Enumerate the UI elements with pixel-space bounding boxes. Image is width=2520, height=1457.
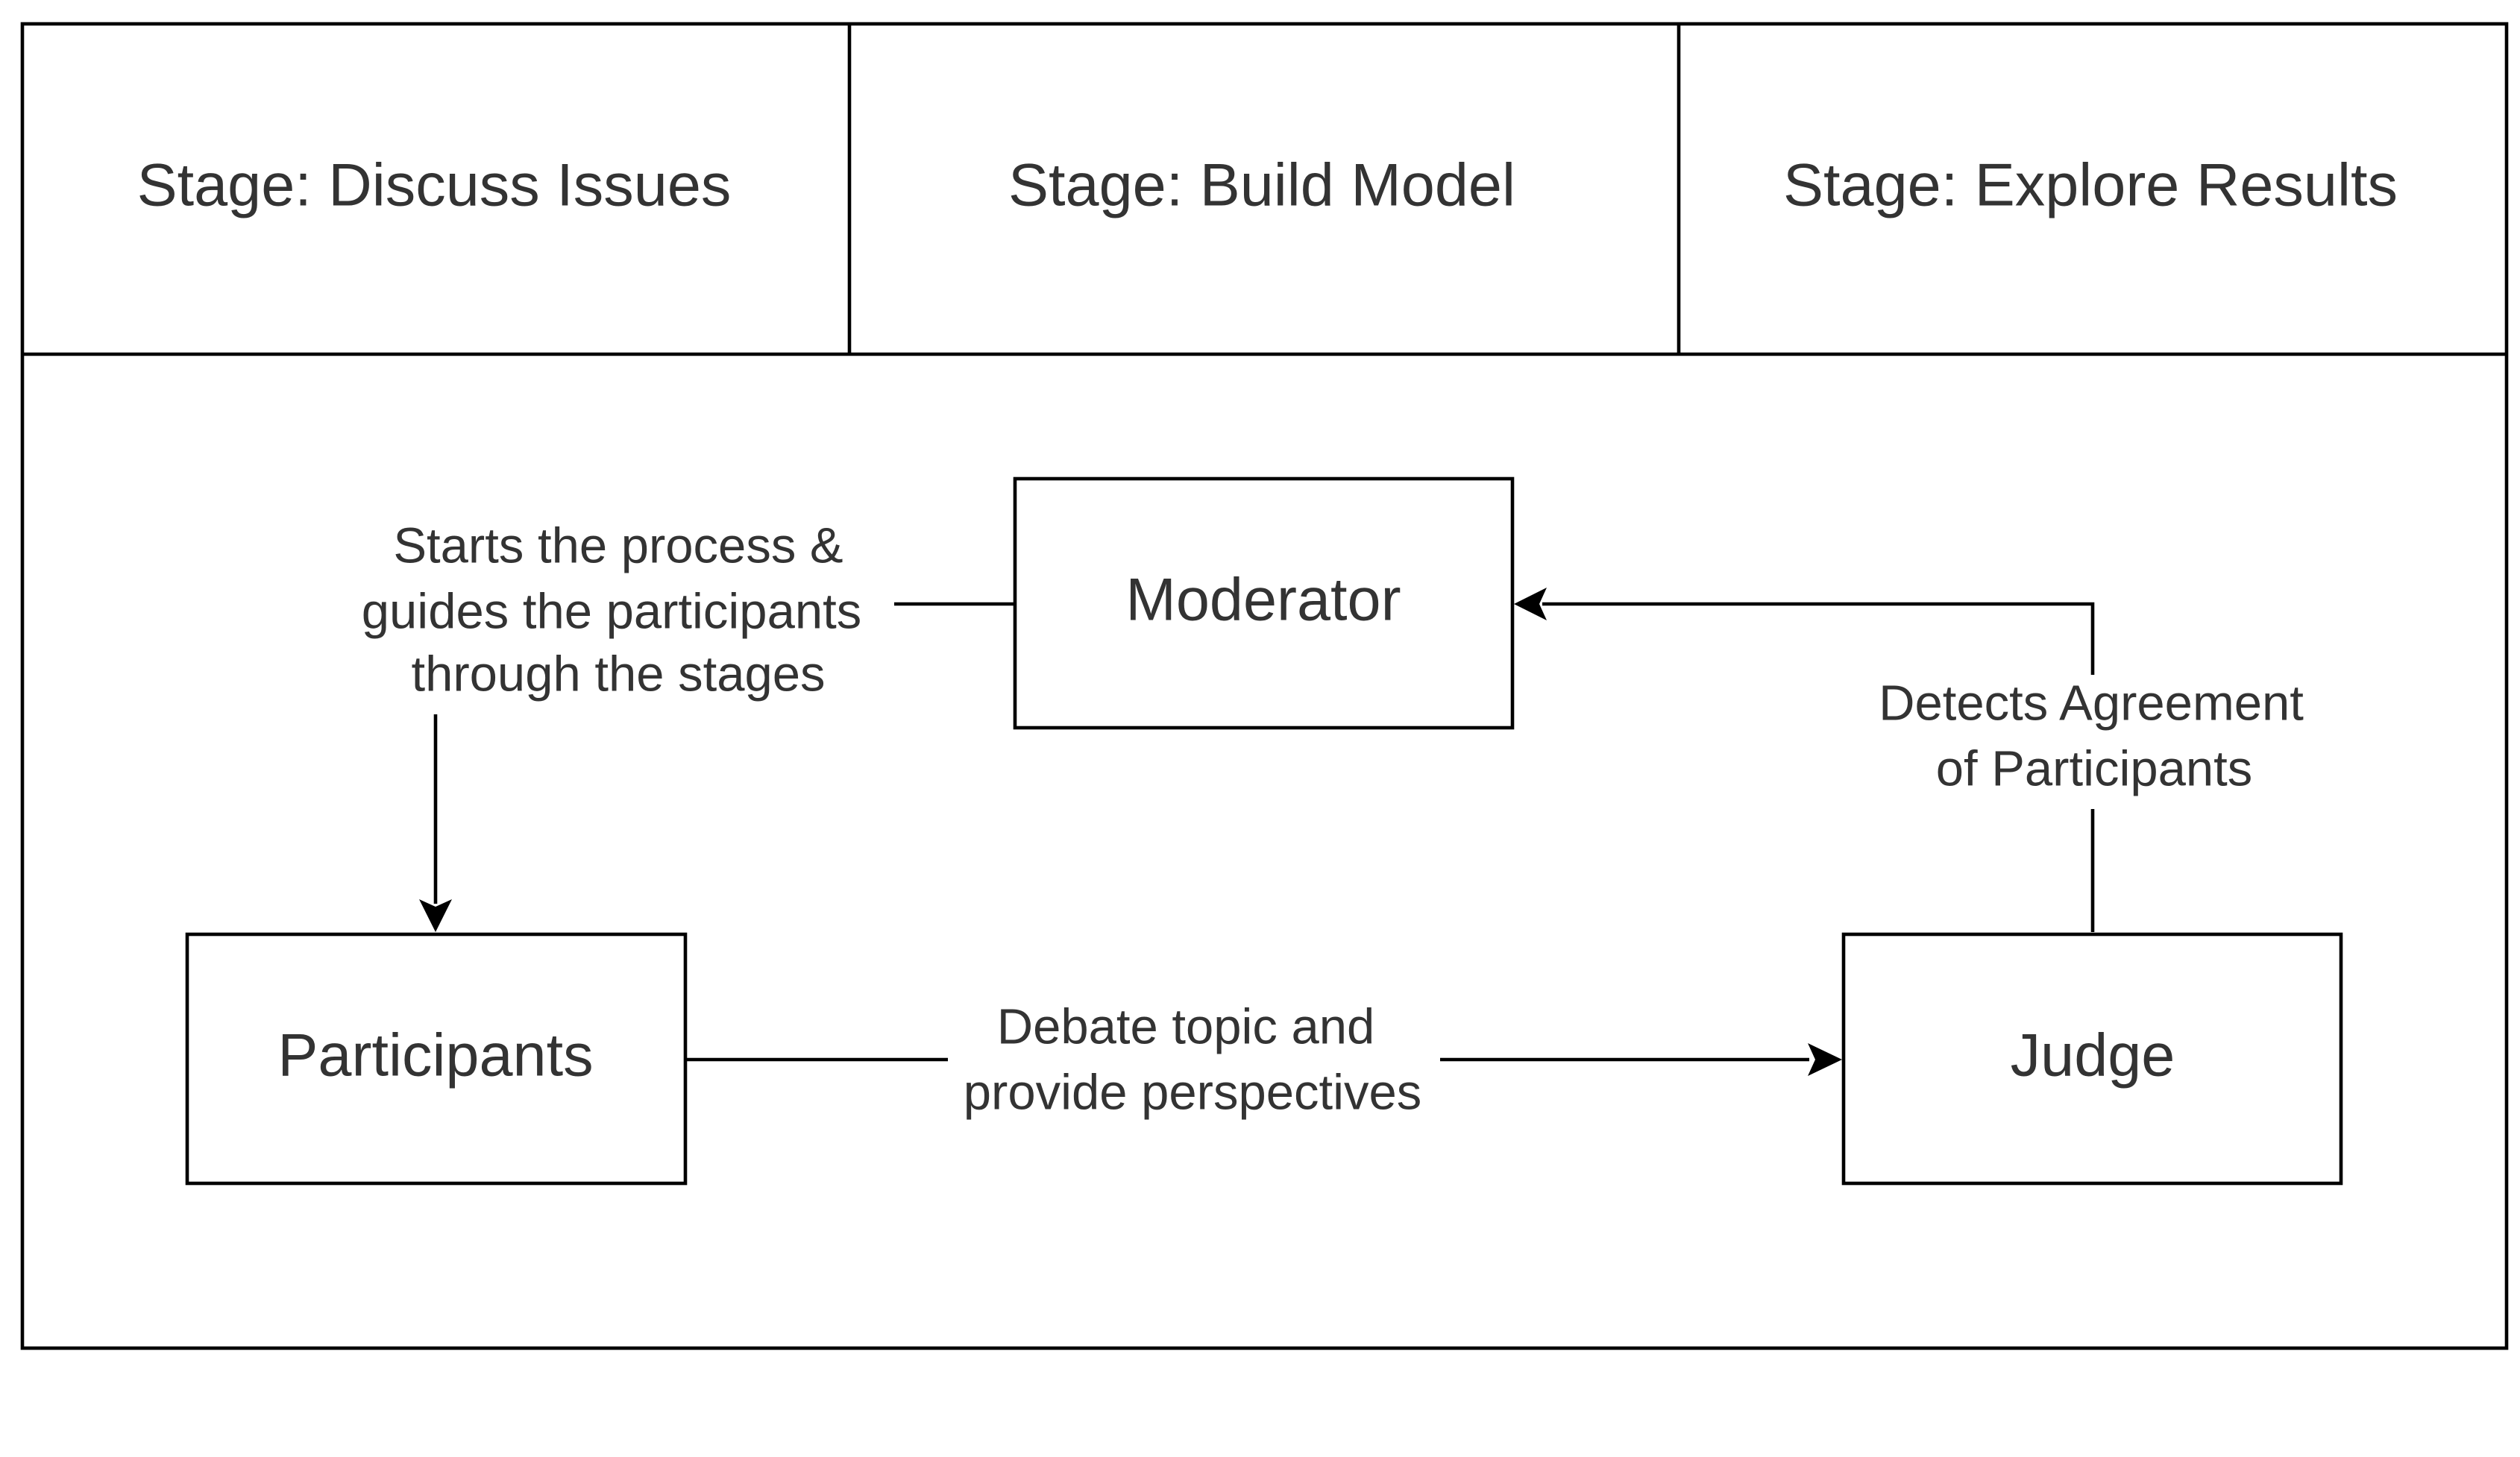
- stage-explore-results: Stage: Explore Results: [1783, 151, 2398, 218]
- arrowhead-right: [1808, 1043, 1842, 1076]
- stage-table: Stage: Discuss Issues Stage: Build Model…: [20, 22, 2509, 1350]
- outer-frame: [20, 22, 2509, 1350]
- edge-label-line: of Participants: [1936, 741, 2253, 797]
- edge-moderator-to-participants: Starts the process & guides the particip…: [362, 518, 1015, 932]
- moderator-box: [1013, 476, 1515, 730]
- connector-line: [1542, 602, 2095, 675]
- edge-label-line: guides the participants: [362, 584, 861, 640]
- arrowhead-down: [419, 899, 452, 932]
- participants-box: [185, 932, 688, 1186]
- judge-label: Judge: [2011, 1022, 2175, 1089]
- node-moderator: Moderator: [1013, 476, 1515, 730]
- moderator-label: Moderator: [1125, 566, 1401, 633]
- edge-judge-to-moderator: Detects Agreement of Participants: [1514, 588, 2304, 932]
- node-participants: Participants: [185, 932, 688, 1186]
- edge-label-line: through the stages: [411, 646, 825, 702]
- stage-discuss-issues: Stage: Discuss Issues: [137, 151, 732, 218]
- edge-participants-to-judge: Debate topic and provide perspectives: [685, 999, 1842, 1121]
- edge-label-line: Debate topic and: [997, 999, 1375, 1055]
- arrowhead-left: [1514, 588, 1547, 620]
- stage-build-model: Stage: Build Model: [1008, 151, 1515, 218]
- edge-label-line: Detects Agreement: [1879, 676, 2304, 731]
- edge-label-line: Starts the process &: [393, 518, 843, 574]
- node-judge: Judge: [1841, 932, 2343, 1186]
- participants-label: Participants: [277, 1022, 593, 1089]
- edge-label-line: provide perspectives: [964, 1065, 1421, 1121]
- judge-box: [1841, 932, 2343, 1186]
